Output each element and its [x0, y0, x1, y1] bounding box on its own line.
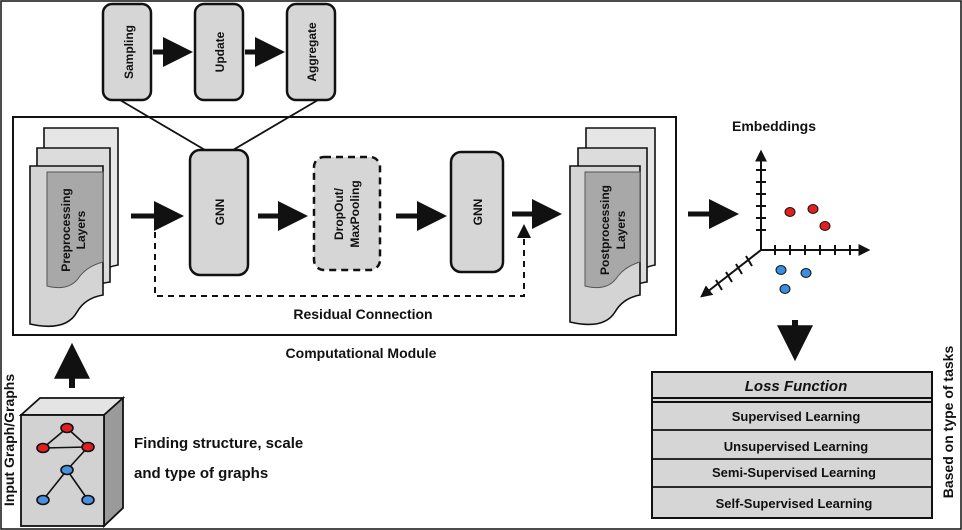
connector-right: [232, 99, 319, 151]
update-label: Update: [213, 31, 227, 72]
embeddings-label: Embeddings: [732, 118, 816, 134]
input-description-line1: Finding structure, scale: [134, 435, 303, 452]
embedding-point-red: [819, 221, 831, 231]
loss-function-table: [651, 371, 933, 519]
embeddings-axes: [700, 149, 871, 298]
preprocessing-label-line2: Layers: [74, 210, 88, 249]
dropout-label-line1: DropOut/: [332, 187, 346, 240]
gnn-label-2: GNN: [471, 199, 485, 226]
loss-item-supervised: Supervised Learning: [732, 409, 861, 424]
connector-left: [119, 99, 206, 151]
embedding-points: [775, 204, 831, 294]
graph-node-blue: [60, 464, 74, 476]
gnn-label-1: GNN: [213, 199, 227, 226]
input-graph-network: [36, 422, 95, 506]
aggregate-box: [285, 2, 337, 102]
sampling-chain: Sampling Update Aggregate: [101, 2, 337, 151]
computational-module-box: [12, 116, 677, 336]
computational-module-label: Computational Module: [286, 345, 437, 361]
postprocessing-label-line1: Postprocessing: [598, 185, 612, 275]
embedding-point-red: [807, 204, 819, 214]
preprocessing-stack: Preprocessing Layers: [29, 127, 119, 328]
graph-node-blue: [81, 494, 95, 506]
residual-connection-label: Residual Connection: [293, 306, 432, 322]
sampling-box: [101, 2, 153, 102]
loss-side-label: Based on type of tasks: [940, 346, 956, 499]
input-graph-label: Input Graph/Graphs: [1, 374, 17, 506]
postprocessing-label-line2: Layers: [614, 210, 628, 249]
gnn-box-2: [449, 150, 505, 274]
embedding-point-blue: [779, 284, 791, 294]
update-box: [193, 2, 245, 102]
loss-item-self-supervised: Self-Supervised Learning: [716, 496, 873, 511]
graph-node-red: [36, 442, 50, 454]
embedding-point-blue: [800, 268, 812, 278]
embedding-point-red: [784, 207, 796, 217]
gnn-box-1: [188, 148, 250, 277]
embedding-point-blue: [775, 265, 787, 275]
dropout-maxpooling-box: [312, 155, 382, 272]
input-description-line2: and type of graphs: [134, 465, 268, 482]
preprocessing-label-line1: Preprocessing: [59, 188, 73, 271]
sampling-label: Sampling: [122, 25, 136, 79]
graph-node-red: [60, 422, 74, 434]
aggregate-label: Aggregate: [305, 22, 319, 82]
loss-function-title: Loss Function: [745, 378, 848, 395]
graph-node-red: [81, 441, 95, 453]
loss-item-unsupervised: Unsupervised Learning: [724, 439, 869, 454]
input-graph-cube: [18, 395, 126, 529]
graph-node-blue: [36, 494, 50, 506]
loss-item-semi-supervised: Semi-Supervised Learning: [712, 465, 876, 480]
postprocessing-stack: Postprocessing Layers: [569, 127, 656, 326]
dropout-label-line2: MaxPooling: [348, 180, 362, 247]
residual-connection: [154, 224, 531, 297]
